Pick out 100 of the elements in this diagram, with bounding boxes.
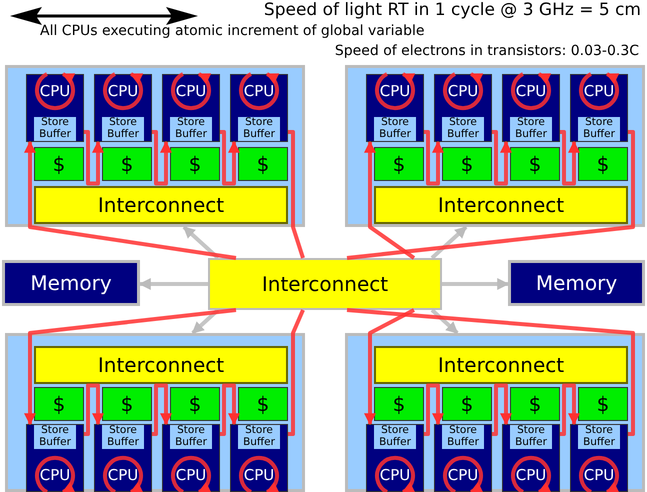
cache-box xyxy=(374,147,424,181)
arrow xyxy=(492,384,512,436)
cpu-box xyxy=(434,424,492,492)
store-buffer-box xyxy=(442,117,484,141)
interconnect-label: Interconnect xyxy=(262,273,388,295)
cache-label: $ xyxy=(52,153,66,175)
cpu-label: CPU xyxy=(242,83,276,100)
store-buffer-label: Store Buffer xyxy=(514,425,548,449)
cpu-label: CPU xyxy=(106,466,140,483)
arrow xyxy=(579,456,620,492)
interconnect-label: Interconnect xyxy=(438,194,564,216)
arrow xyxy=(364,140,416,260)
arrow xyxy=(138,278,208,290)
arrow xyxy=(220,130,240,186)
interconnect-box xyxy=(374,186,628,224)
cpu-box xyxy=(94,424,152,492)
cpu-box xyxy=(26,74,84,142)
arrow xyxy=(239,72,280,110)
store-buffer-label: Store Buffer xyxy=(378,117,412,141)
cache-label: $ xyxy=(188,393,202,415)
arrow xyxy=(430,308,459,334)
store-buffer-label: Store Buffer xyxy=(514,117,548,141)
cache-box xyxy=(238,147,288,181)
store-buffer-label: Store Buffer xyxy=(378,425,412,449)
cache-box xyxy=(442,147,492,181)
note-text: Speed of light RT in 1 cycle @ 3 GHz = 5 cm xyxy=(264,0,641,20)
arrow xyxy=(364,308,415,426)
cache-label: $ xyxy=(256,153,270,175)
store-buffer-label: Store Buffer xyxy=(174,425,208,449)
cpu-box xyxy=(502,424,560,492)
cache-box xyxy=(578,147,628,181)
arrow xyxy=(560,384,580,436)
cpu-box xyxy=(94,74,152,142)
cache-label: $ xyxy=(528,393,542,415)
store-buffer-label: Store Buffer xyxy=(242,117,276,141)
cpu-box xyxy=(502,74,560,142)
cpu-box xyxy=(570,74,628,142)
cpu-label: CPU xyxy=(446,83,480,100)
store-buffer-box xyxy=(34,425,76,449)
cache-label: $ xyxy=(120,393,134,415)
interconnect-box xyxy=(208,258,442,310)
arrow xyxy=(560,130,580,186)
memory-label: Memory xyxy=(30,272,112,294)
cache-box xyxy=(510,387,560,421)
cache-label: $ xyxy=(460,393,474,415)
cpu-label: CPU xyxy=(582,83,616,100)
cache-box xyxy=(34,387,84,421)
store-buffer-label: Store Buffer xyxy=(582,425,616,449)
note-text: Speed of electrons in transistors: 0.03-0.3C xyxy=(334,43,639,60)
cpu-box xyxy=(230,74,288,142)
store-buffer-label: Store Buffer xyxy=(106,117,140,141)
store-buffer-box xyxy=(374,425,416,449)
arrow xyxy=(442,278,510,290)
arrow xyxy=(24,308,236,426)
cpu-label: CPU xyxy=(38,466,72,483)
store-buffer-box xyxy=(578,425,620,449)
store-buffer-label: Store Buffer xyxy=(582,117,616,141)
arrow xyxy=(430,226,468,260)
cpu-box xyxy=(162,424,220,492)
interconnect-label: Interconnect xyxy=(438,354,564,376)
arrow xyxy=(511,72,552,110)
store-buffer-box xyxy=(170,425,212,449)
cache-label: $ xyxy=(392,393,406,415)
arrow xyxy=(103,456,144,492)
arrow xyxy=(171,456,212,492)
cache-box xyxy=(102,387,152,421)
store-buffer-box xyxy=(238,425,280,449)
cache-box xyxy=(374,387,424,421)
arrow xyxy=(84,130,104,186)
cache-box xyxy=(238,387,288,421)
cpu-box xyxy=(162,74,220,142)
arrow xyxy=(152,384,172,436)
arrow xyxy=(375,456,416,492)
processor-package-panel xyxy=(345,333,645,492)
arrow xyxy=(84,384,104,436)
cpu-box xyxy=(366,424,424,492)
arrow xyxy=(239,456,280,492)
arrow xyxy=(182,226,220,260)
cpu-label: CPU xyxy=(514,83,548,100)
arrow xyxy=(24,140,236,260)
cache-label: $ xyxy=(528,153,542,175)
cache-box xyxy=(170,147,220,181)
cache-label: $ xyxy=(596,153,610,175)
cache-label: $ xyxy=(256,393,270,415)
cpu-label: CPU xyxy=(174,83,208,100)
interconnect-box xyxy=(34,346,288,384)
cache-box xyxy=(442,387,492,421)
arrow xyxy=(375,72,416,110)
store-buffer-label: Store Buffer xyxy=(242,425,276,449)
store-buffer-box xyxy=(170,117,212,141)
cache-label: $ xyxy=(392,153,406,175)
arrow xyxy=(424,384,444,436)
arrow xyxy=(579,72,620,110)
arrow xyxy=(171,72,212,110)
memory-label: Memory xyxy=(536,272,618,294)
cache-box xyxy=(578,387,628,421)
store-buffer-label: Store Buffer xyxy=(446,117,480,141)
processor-package-panel xyxy=(5,65,305,227)
processor-package-panel xyxy=(345,65,645,227)
store-buffer-label: Store Buffer xyxy=(106,425,140,449)
